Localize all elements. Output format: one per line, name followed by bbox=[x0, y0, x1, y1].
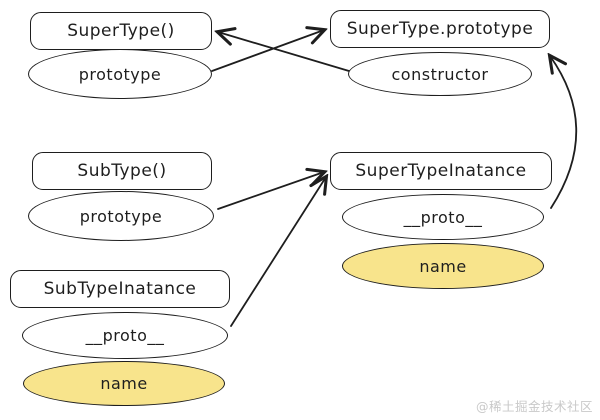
node-constructor-label: constructor bbox=[391, 64, 489, 84]
juejin-watermark: @稀土掘金技术社区 bbox=[475, 399, 593, 414]
node-supertype-fn-prototype-label: prototype bbox=[78, 64, 162, 84]
node-supertype-instance-proto-label: __proto__ bbox=[403, 207, 483, 227]
node-subtype-instance-proto-label: __proto__ bbox=[85, 326, 165, 345]
node-subtype-fn-prototype: prototype bbox=[28, 191, 214, 241]
node-subtype-instance-name-label: name bbox=[100, 374, 148, 393]
node-supertype-prototype: SuperType.prototype bbox=[330, 10, 550, 48]
node-subtype-instance: SubTypeInatance bbox=[10, 270, 230, 308]
node-subtype-instance-label: SubTypeInatance bbox=[43, 279, 197, 299]
node-subtype-instance-proto: __proto__ bbox=[22, 312, 228, 359]
node-supertype-fn-prototype: prototype bbox=[28, 49, 212, 99]
arrow-subtype-prototype-to-supertype-instance bbox=[217, 172, 324, 210]
node-subtype-instance-name: name bbox=[23, 361, 225, 406]
arrow-supertype-instance-proto-to-supertype-prototype bbox=[550, 56, 578, 209]
node-constructor: constructor bbox=[348, 52, 532, 96]
arrow-prototype-to-supertype-prototype bbox=[211, 30, 324, 72]
node-supertype-instance-name-label: name bbox=[419, 256, 467, 276]
node-subtype-fn: SubType() bbox=[32, 152, 212, 190]
arrow-constructor-to-supertype-fn bbox=[218, 32, 350, 72]
node-subtype-fn-prototype-label: prototype bbox=[79, 206, 163, 226]
node-supertype-fn-label: SuperType() bbox=[67, 21, 175, 41]
node-supertype-instance-label: SuperTypeInatance bbox=[355, 161, 527, 181]
node-supertype-instance-name: name bbox=[342, 243, 544, 289]
node-supertype-instance-proto: __proto__ bbox=[342, 194, 544, 240]
node-supertype-fn: SuperType() bbox=[30, 12, 212, 50]
arrow-subtype-instance-proto-to-supertype-instance bbox=[230, 177, 326, 327]
node-subtype-fn-label: SubType() bbox=[77, 161, 167, 181]
node-supertype-prototype-label: SuperType.prototype bbox=[346, 19, 534, 39]
node-supertype-instance: SuperTypeInatance bbox=[330, 152, 552, 190]
